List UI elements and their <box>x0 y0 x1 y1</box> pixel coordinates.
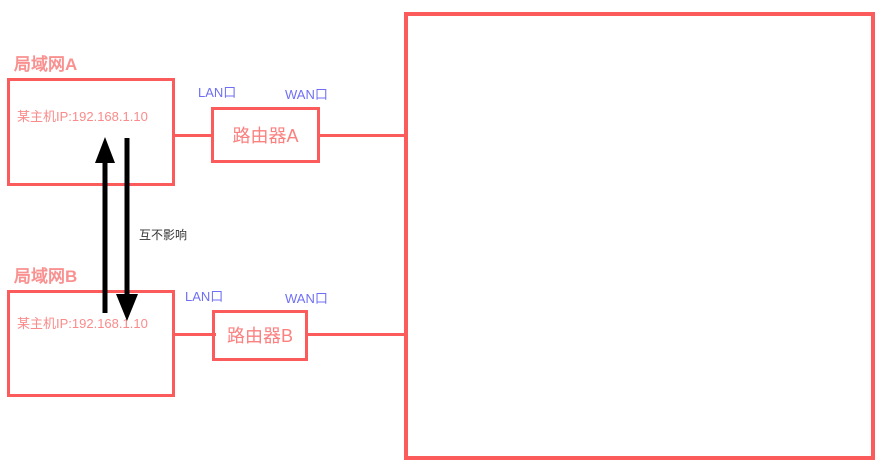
lan-b-host-label: 某主机IP:192.168.1.10 <box>17 316 148 331</box>
external-network-box <box>404 12 875 460</box>
independence-annotation-label: 互不影响 <box>139 228 188 242</box>
router-a-lan-port-label: LAN口 <box>198 85 237 100</box>
router-b-wan-port-label: WAN口 <box>285 291 328 306</box>
router-a-label: 路由器A <box>232 126 299 146</box>
link-router-b-to-external <box>306 333 406 336</box>
lan-b-box <box>7 290 175 397</box>
router-b-label: 路由器B <box>226 326 293 346</box>
lan-b-zone-label: 局域网B <box>14 267 78 286</box>
arrow-down-icon <box>116 138 138 321</box>
arrow-up-icon <box>95 137 115 313</box>
router-a-wan-port-label: WAN口 <box>285 87 328 102</box>
independence-arrows <box>95 137 138 321</box>
link-router-a-to-external <box>318 134 406 137</box>
lan-a-host-label: 某主机IP:192.168.1.10 <box>17 109 148 124</box>
link-lan-b-to-router-b <box>172 333 216 336</box>
router-b-lan-port-label: LAN口 <box>185 289 224 304</box>
link-lan-a-to-router-a <box>172 134 214 137</box>
lan-a-zone-label: 局域网A <box>14 55 78 74</box>
lan-a-box <box>7 78 175 186</box>
